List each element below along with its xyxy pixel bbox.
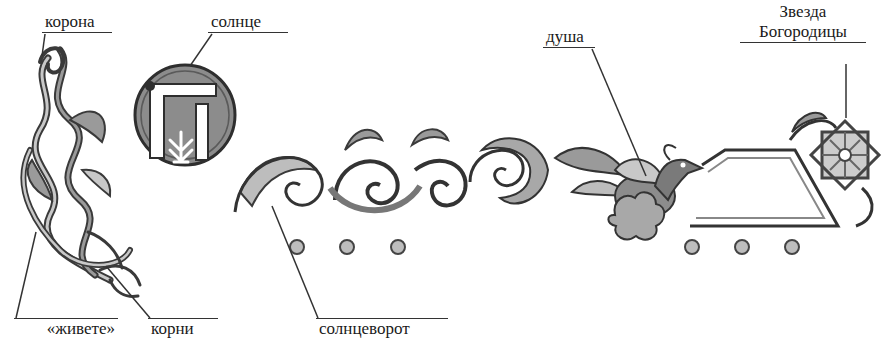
- part-label: «живете»: [14, 318, 118, 339]
- ornament-dot: [685, 240, 699, 254]
- knot-strand: [57, 50, 95, 275]
- ornament-dot: [391, 240, 405, 254]
- scroll-leaf: [412, 129, 448, 145]
- ornament-dot: [785, 240, 799, 254]
- leader-line: [272, 206, 318, 318]
- bird-crest: [664, 145, 676, 160]
- star-weave: [822, 132, 868, 178]
- scroll-leaf: [240, 157, 316, 206]
- part-label: корни: [148, 318, 218, 339]
- part-label: солнце: [208, 12, 288, 33]
- scroll-leaf: [345, 130, 382, 150]
- interlace-knot: [23, 48, 140, 296]
- bird-belly: [608, 192, 664, 239]
- double-spiral: [415, 161, 466, 206]
- star-leaf: [856, 188, 872, 226]
- leader-line: [592, 49, 646, 176]
- crown-loop: [40, 48, 64, 72]
- leader-line: [845, 64, 847, 118]
- band-line: [696, 158, 824, 218]
- knot-leaf: [82, 170, 110, 196]
- knot-leaf: [70, 111, 105, 142]
- leader-line: [16, 232, 36, 318]
- ornament-dot: [735, 240, 749, 254]
- zhivete-symbol: [170, 132, 192, 162]
- root-curl: [88, 232, 122, 268]
- double-spiral: [335, 161, 398, 203]
- leader-line: [42, 34, 45, 56]
- scroll-curl: [470, 150, 523, 185]
- leader-lines: [16, 34, 846, 318]
- star-leaf: [792, 113, 826, 132]
- part-label: душа: [543, 27, 595, 48]
- knot-leaf: [28, 160, 52, 200]
- knot-strand: [23, 150, 130, 265]
- part-label: корона: [42, 12, 112, 33]
- sun-knob: [145, 81, 155, 91]
- sun-letter: [196, 104, 208, 160]
- star-center: [839, 149, 851, 161]
- scroll-leaf: [482, 138, 548, 203]
- leader-line: [106, 266, 150, 318]
- scroll-band: [330, 186, 420, 210]
- root-curl: [100, 266, 140, 296]
- knot-strand: [23, 150, 130, 265]
- bird-head: [655, 160, 702, 200]
- ornament-dot: [290, 240, 304, 254]
- leader-line: [190, 34, 212, 66]
- part-label: солнцеворот: [316, 318, 448, 339]
- sun-circle: [135, 65, 235, 165]
- solstice-spiral: [235, 157, 322, 212]
- star-diamond: [811, 121, 879, 189]
- part-label: Звезда Богородицы: [740, 2, 866, 43]
- bird-eye: [681, 163, 686, 168]
- ornament-dot: [340, 240, 354, 254]
- knot-strand: [57, 50, 95, 275]
